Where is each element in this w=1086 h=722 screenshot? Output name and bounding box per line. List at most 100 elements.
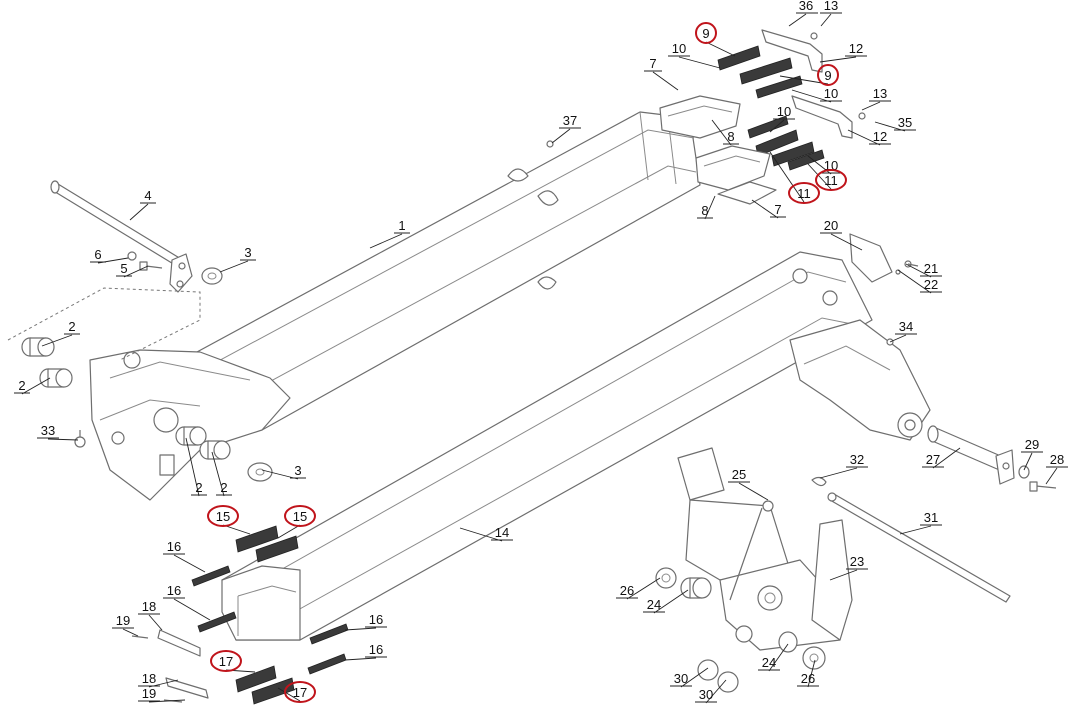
callout-24: 24	[758, 643, 789, 672]
part-1-upper-boom	[89, 111, 701, 501]
callout-13: 13	[861, 86, 891, 111]
callout-leader-line	[711, 119, 732, 146]
callout-10: 10	[769, 104, 795, 133]
callout-number: 37	[563, 113, 577, 128]
callout-number: 32	[850, 452, 864, 467]
callout-7: 7	[644, 56, 679, 91]
highlight-ring	[695, 22, 717, 44]
callout-number: 7	[774, 202, 781, 217]
callout-number: 30	[699, 687, 713, 702]
callout-leader-line	[551, 128, 571, 144]
callout-number: 16	[369, 612, 383, 627]
callout-number: 11	[797, 186, 811, 201]
callout-leader-line	[830, 233, 863, 251]
callout-30: 30	[695, 679, 727, 704]
callout-16: 16	[344, 612, 387, 631]
callout-32: 32	[819, 452, 868, 479]
callout-leader-line	[21, 377, 51, 395]
callout-leader-line	[705, 41, 736, 57]
part-33-grease-nipple	[74, 430, 86, 448]
callout-leader-line	[277, 524, 301, 539]
callout-number: 9	[702, 26, 709, 41]
callout-15: 15	[207, 505, 251, 535]
part-23-quick-hitch	[677, 447, 853, 651]
callout-number: 35	[898, 115, 912, 130]
callout-number: 28	[1050, 452, 1064, 467]
callout-leader-line	[705, 679, 727, 704]
callout-number: 4	[144, 188, 151, 203]
callout-16: 16	[344, 642, 387, 661]
callout-1: 1	[369, 218, 410, 249]
highlight-ring	[284, 681, 316, 703]
callout-9: 9	[779, 64, 839, 86]
callout-number: 26	[801, 671, 815, 686]
callout-15: 15	[277, 505, 316, 539]
callout-leader-line	[704, 195, 716, 220]
upper-wear-pads	[717, 45, 825, 171]
callout-leader-line	[769, 151, 805, 203]
callout-leader-line	[41, 334, 73, 347]
callout-number: 6	[94, 247, 101, 262]
highlight-ring	[788, 182, 820, 204]
callout-number: 20	[824, 218, 838, 233]
callout-number: 2	[68, 319, 75, 334]
callout-leader-line	[678, 56, 721, 69]
callout-leader-line	[905, 263, 932, 278]
callout-number: 8	[701, 203, 708, 218]
callout-leader-line	[1023, 452, 1033, 471]
callout-4: 4	[129, 188, 156, 221]
callout-11: 11	[769, 151, 820, 204]
callout-number: 13	[873, 86, 887, 101]
callout-leader-line	[932, 447, 961, 469]
callout-3: 3	[261, 463, 306, 480]
callout-2: 2	[41, 319, 80, 347]
callout-17: 17	[277, 681, 316, 703]
callout-leader-line	[819, 56, 857, 63]
callout-25: 25	[728, 467, 769, 501]
part-14-lower-boom	[221, 251, 931, 641]
callout-leader-line	[807, 659, 816, 688]
callout-leader-line	[148, 614, 163, 631]
callout-leader-line	[820, 13, 832, 27]
callout-8: 8	[711, 119, 739, 146]
callout-3: 3	[219, 245, 256, 273]
callout-leader-line	[173, 598, 211, 621]
callout-10: 10	[668, 41, 721, 69]
callout-number: 19	[116, 613, 130, 628]
part-2-bushings	[21, 337, 273, 482]
callout-number: 12	[849, 41, 863, 56]
callout-leader-line	[889, 334, 907, 343]
callout-number: 18	[142, 599, 156, 614]
callout-number: 25	[732, 467, 746, 482]
callout-27: 27	[922, 447, 961, 469]
callout-leader-line	[788, 13, 807, 27]
callout-19: 19	[112, 613, 139, 637]
callout-number: 13	[824, 0, 838, 13]
callout-20: 20	[820, 218, 863, 251]
callout-number: 2	[220, 480, 227, 495]
callout-26: 26	[797, 659, 819, 688]
callout-leader-line	[899, 525, 932, 535]
callout-leader-line	[211, 451, 225, 497]
callout-number: 31	[924, 510, 938, 525]
callout-leader-line	[897, 269, 932, 294]
callout-leader-line	[779, 75, 829, 85]
callout-number: 29	[1025, 437, 1039, 452]
lower-wear-pads	[191, 525, 349, 705]
callout-21: 21	[905, 261, 942, 278]
callout-leader-line	[344, 627, 377, 631]
callout-number: 24	[762, 655, 776, 670]
callout-number: 36	[799, 0, 813, 13]
callout-22: 22	[897, 269, 942, 294]
callout-number: 10	[672, 41, 686, 56]
callout-17: 17	[210, 650, 256, 673]
callout-leader-line	[219, 260, 249, 273]
callout-2: 2	[14, 377, 51, 395]
callout-28: 28	[1045, 452, 1068, 485]
callout-number: 1	[398, 218, 405, 233]
callout-number: 27	[926, 452, 940, 467]
callout-29: 29	[1021, 437, 1043, 471]
callout-number: 26	[620, 583, 634, 598]
callout-leader-line	[829, 569, 858, 581]
